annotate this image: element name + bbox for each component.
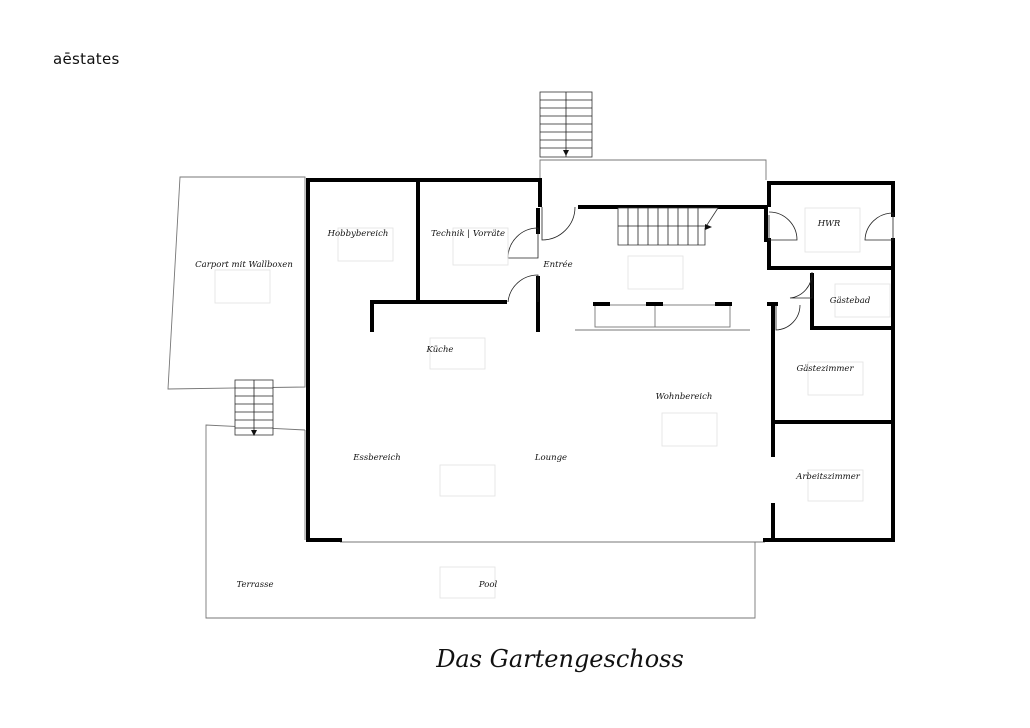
stair-interior: [617, 207, 719, 246]
room-labels: Carport mit Wallboxen Hobbybereich Techn…: [195, 219, 871, 590]
label-terrasse: Terrasse: [237, 580, 274, 590]
label-hobbybereich: Hobbybereich: [327, 229, 389, 239]
door-gaestezimmer: [775, 304, 801, 331]
label-kueche: Küche: [426, 345, 454, 355]
label-hwr: HWR: [817, 219, 841, 229]
label-pool: Pool: [478, 580, 498, 590]
walls: [306, 178, 895, 542]
door-entree: [541, 206, 576, 241]
stair-upper-outdoor: [539, 91, 593, 158]
doors: [507, 206, 894, 331]
stair-arrow: [563, 150, 569, 156]
brand-logo: aēstates: [53, 50, 120, 68]
stairs: [234, 91, 719, 436]
door-gaestebad: [789, 271, 813, 299]
label-gaestebad: Gästebad: [830, 296, 871, 306]
outdoor-outlines: [167, 159, 767, 619]
label-entree: Entrée: [542, 259, 572, 270]
kitchen-island: [594, 304, 731, 328]
upper-entry-outline: [539, 159, 767, 180]
door-hwr-west: [768, 211, 798, 241]
label-arbeitszimmer: Arbeitszimmer: [795, 472, 861, 482]
stair-carport: [234, 379, 274, 436]
label-carport: Carport mit Wallboxen: [195, 260, 293, 270]
carport-outline: [167, 176, 306, 390]
door-hwr-east: [864, 212, 894, 241]
label-technik: Technik | Vorräte: [431, 229, 505, 239]
label-boxes: [214, 207, 891, 599]
label-essbereich: Essbereich: [352, 453, 400, 463]
door-technik: [507, 227, 539, 259]
floor-title: Das Gartengeschoss: [436, 645, 684, 673]
label-gaestezimmer: Gästezimmer: [796, 364, 854, 374]
door-hobby: [507, 274, 539, 303]
label-wohnbereich: Wohnbereich: [656, 392, 713, 402]
label-lounge: Lounge: [534, 453, 567, 463]
